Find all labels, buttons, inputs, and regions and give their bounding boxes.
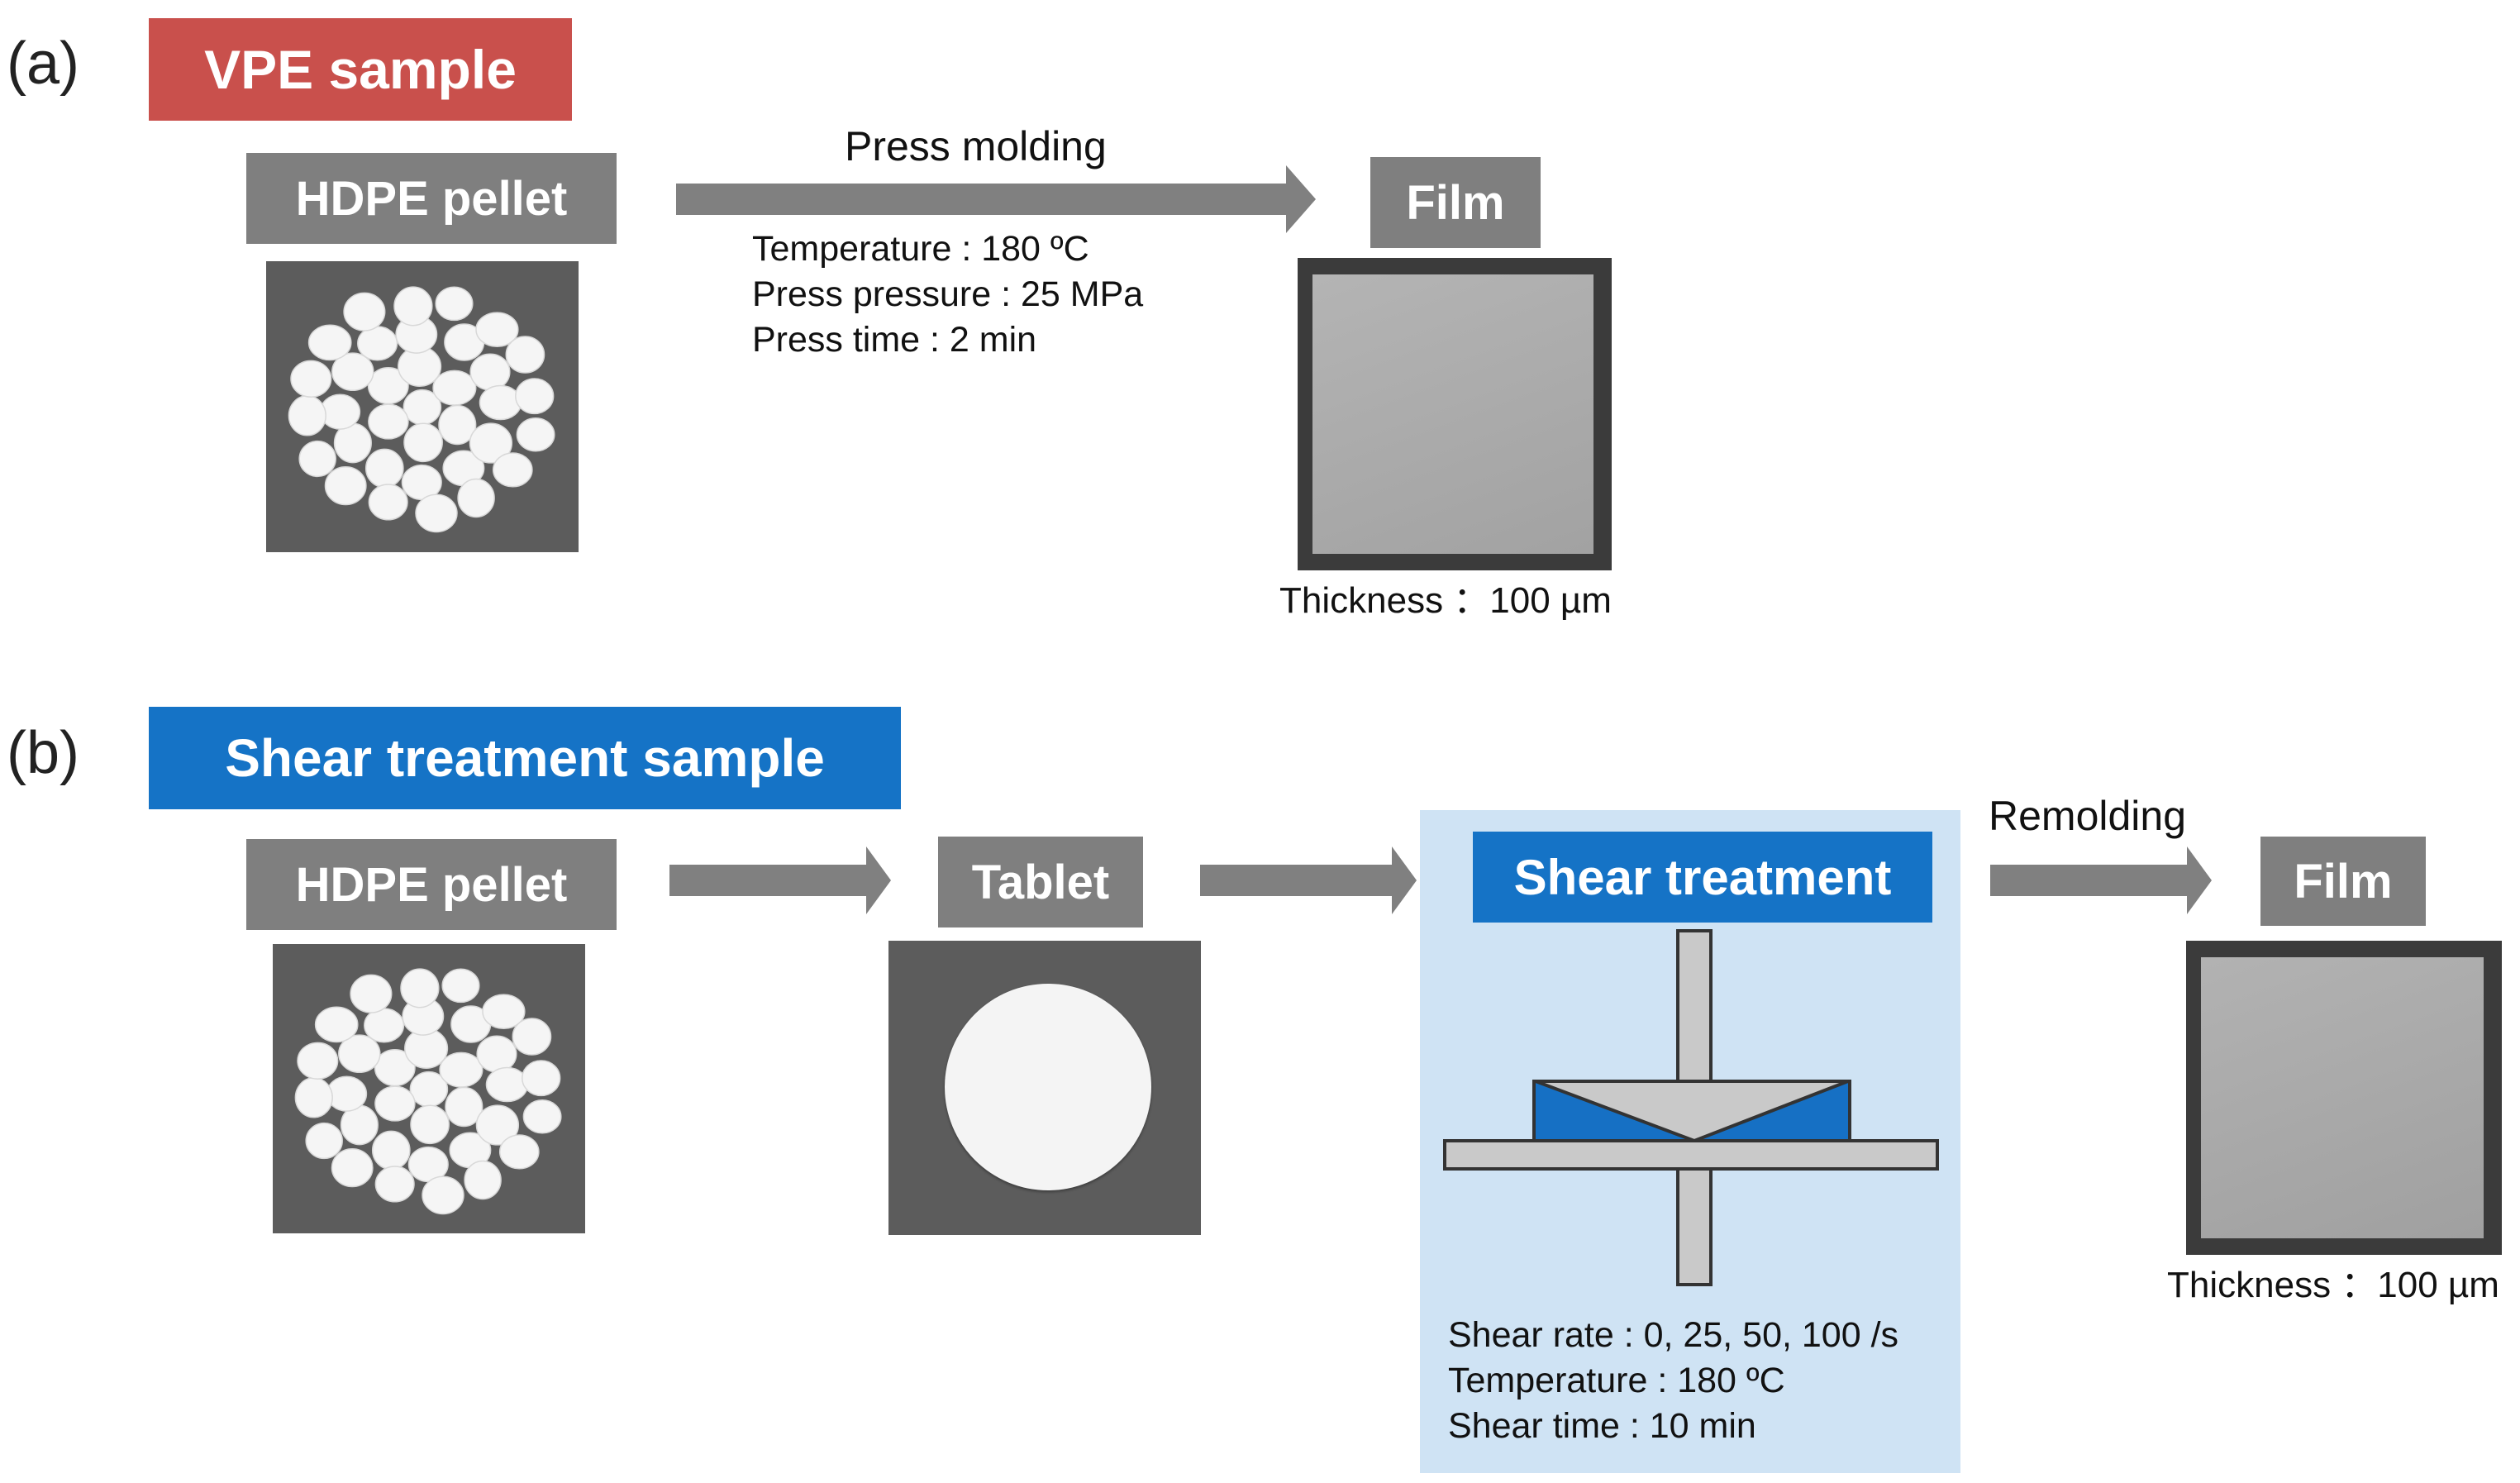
pellet — [343, 292, 386, 331]
press-molding-label: Press molding — [845, 123, 1107, 169]
shear-param-time: Shear time : 10 min — [1448, 1406, 1756, 1446]
pellet — [319, 393, 361, 430]
thickness-b: Thickness ：100 µm — [2167, 1265, 2499, 1305]
hdpe-pellet-label-a: HDPE pellet — [246, 153, 617, 244]
shear-param-rate: Shear rate : 0, 25, 50, 100 /s — [1448, 1315, 1899, 1355]
pellet — [297, 1042, 339, 1080]
film-label-a: Film — [1370, 157, 1541, 248]
pellet — [515, 378, 555, 415]
film-sheet-a — [1312, 274, 1593, 554]
tablet-disc — [945, 984, 1151, 1190]
pellet — [374, 1085, 416, 1122]
pellet — [290, 360, 332, 398]
pellet — [307, 324, 352, 361]
thickness-a: Thickness ：100 µm — [1279, 580, 1612, 621]
pellet — [350, 974, 393, 1013]
pellet — [314, 1006, 359, 1043]
panel-b-label: (b) — [7, 720, 79, 786]
pellet-photo-a — [266, 261, 579, 552]
pellet — [393, 286, 433, 327]
press-param-pressure: Press pressure : 25 MPa — [752, 274, 1144, 314]
pellet — [403, 422, 443, 463]
pellet — [469, 353, 511, 391]
panel-a-title: VPE sample — [149, 18, 572, 121]
shear-param-temperature: Temperature : 180 ºC — [1448, 1361, 1785, 1400]
pellet — [410, 1104, 450, 1145]
pellet — [439, 1051, 484, 1088]
pellet — [305, 1122, 343, 1160]
pellet — [294, 1077, 333, 1118]
pellet — [435, 286, 474, 322]
arrow-press-molding — [676, 165, 1316, 233]
pellet — [298, 440, 336, 478]
pellet — [516, 417, 555, 452]
film-photo-a — [1298, 258, 1612, 570]
arrow-pellet-to-tablet — [669, 846, 891, 914]
pellet — [469, 422, 513, 464]
panel-b-title: Shear treatment sample — [149, 707, 901, 809]
pellet — [464, 1160, 502, 1200]
press-param-temperature: Temperature : 180 ºC — [752, 229, 1089, 269]
arrow-tablet-to-shear — [1200, 846, 1417, 914]
pellet — [374, 1048, 416, 1087]
pellet — [492, 452, 533, 488]
press-param-time: Press time : 2 min — [752, 320, 1037, 360]
pellet — [422, 1175, 464, 1215]
pellet — [475, 312, 519, 348]
pellet — [368, 403, 409, 440]
shear-params: Shear rate : 0, 25, 50, 100 /s Temperatu… — [1448, 1313, 1898, 1449]
pellet — [364, 448, 404, 489]
pellet — [400, 968, 440, 1009]
pellet — [479, 384, 522, 421]
pellets-image-a — [288, 286, 555, 533]
pellet — [482, 994, 526, 1030]
pellet — [475, 1104, 520, 1146]
pellet — [457, 478, 495, 518]
press-params: Temperature : 180 ºC Press pressure : 25… — [752, 227, 1143, 363]
film-label-b: Film — [2260, 837, 2426, 926]
hdpe-pellet-label-b: HDPE pellet — [246, 839, 617, 930]
pellet — [512, 1018, 552, 1056]
pellet — [338, 1034, 381, 1074]
pellet — [476, 1035, 517, 1073]
pellet — [374, 1166, 415, 1203]
pellet — [505, 336, 545, 374]
tablet-label: Tablet — [938, 837, 1143, 927]
pellet — [326, 1075, 368, 1112]
pellet — [415, 494, 458, 533]
pellet — [364, 1008, 405, 1043]
pellet — [432, 370, 477, 406]
pellet — [357, 326, 398, 361]
pellets-image-b — [294, 968, 562, 1215]
film-sheet-b — [2201, 957, 2484, 1238]
pellet — [485, 1066, 529, 1103]
pellet — [371, 1130, 411, 1171]
tablet-photo — [888, 941, 1201, 1235]
pellet — [368, 484, 408, 521]
shear-treatment-label: Shear treatment — [1473, 832, 1932, 923]
arrow-remolding — [1990, 846, 2212, 914]
pellet — [498, 1134, 540, 1170]
pellet-photo-b — [273, 944, 585, 1233]
pellet — [522, 1099, 562, 1134]
film-photo-b — [2186, 941, 2502, 1255]
panel-a-label: (a) — [7, 31, 79, 97]
pellet — [522, 1060, 561, 1097]
pellet — [324, 465, 367, 506]
remolding-label: Remolding — [1989, 793, 2187, 839]
pellet — [331, 352, 374, 392]
pellet — [288, 395, 326, 436]
pellet — [331, 1147, 374, 1188]
pellet — [441, 968, 480, 1004]
pellet — [367, 366, 409, 405]
